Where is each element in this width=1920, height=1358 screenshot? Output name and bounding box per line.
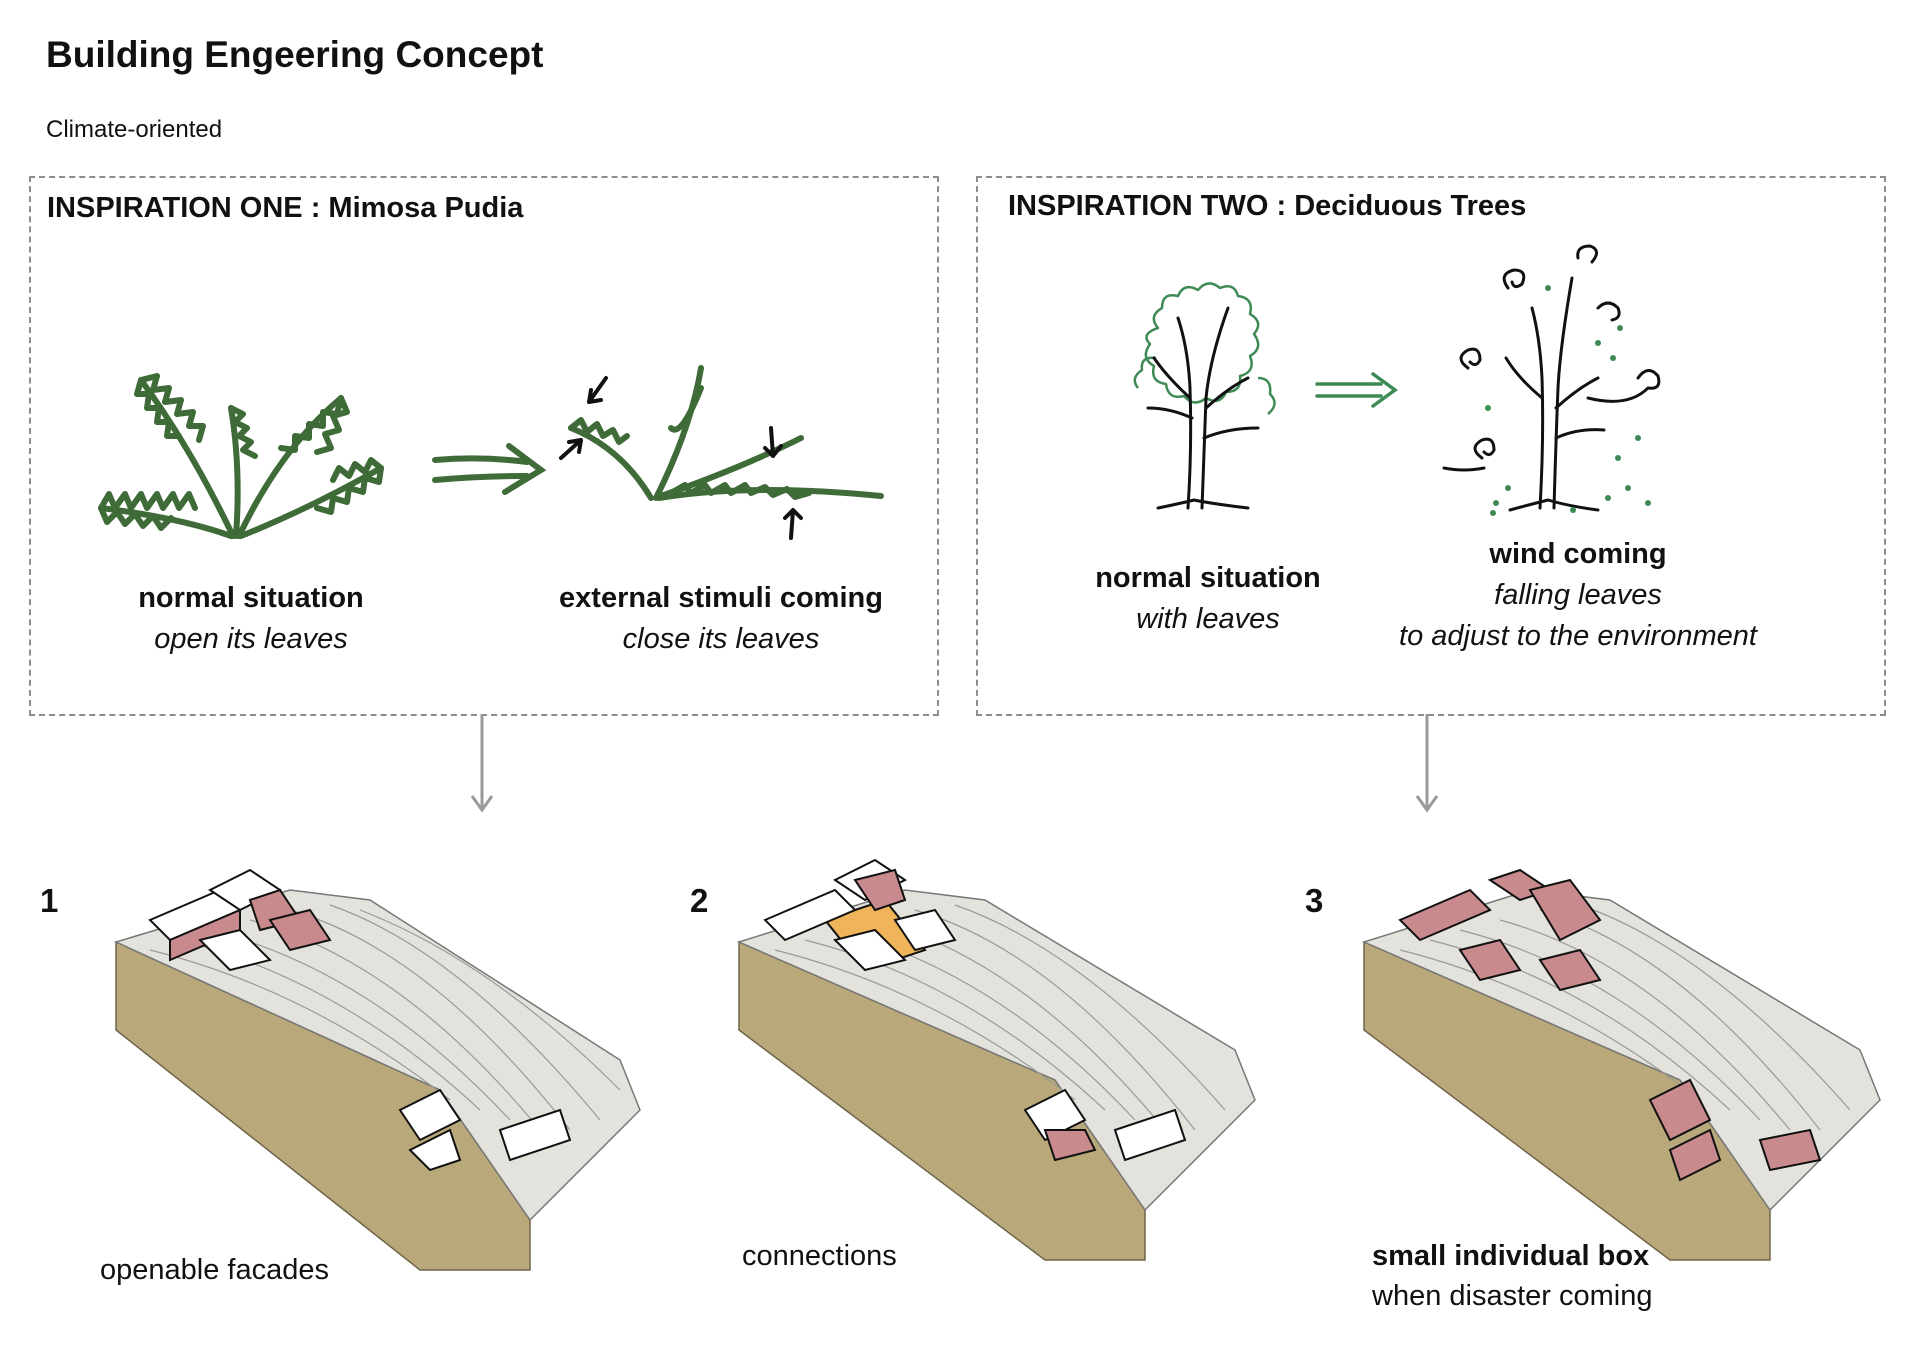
caption-heading: external stimuli coming xyxy=(559,582,883,614)
terrain-model-step-3 xyxy=(1361,868,1881,1261)
bare-tree-wind-illustration xyxy=(1442,244,1661,516)
transition-arrow-icon xyxy=(1315,372,1398,408)
step-caption: connections xyxy=(742,1240,897,1272)
step-caption-block: small individual box when disaster comin… xyxy=(1372,1236,1652,1316)
caption-detail-2: to adjust to the environment xyxy=(1399,620,1757,652)
down-arrow-two xyxy=(1415,714,1439,813)
caption-detail: with leaves xyxy=(1136,603,1280,635)
caption-detail: close its leaves xyxy=(622,623,820,655)
mimosa-open-illustration xyxy=(98,373,384,539)
step-caption: when disaster coming xyxy=(1372,1280,1653,1312)
page-subtitle: Climate-oriented xyxy=(46,116,223,143)
inspiration-two-title: INSPIRATION TWO : Deciduous Trees xyxy=(1008,190,1527,222)
inspiration-two-right-caption: wind coming falling leaves to adjust to … xyxy=(1348,534,1808,657)
tree-with-leaves-illustration xyxy=(1133,282,1276,510)
caption-detail: open its leaves xyxy=(154,623,348,655)
caption-detail: falling leaves xyxy=(1494,579,1662,611)
page-title: Building Engeering Concept xyxy=(46,34,544,75)
inspiration-two-left-caption: normal situation with leaves xyxy=(1078,558,1338,640)
step-caption: openable facades xyxy=(100,1254,329,1286)
inspiration-one-left-caption: normal situation open its leaves xyxy=(101,578,401,660)
inspiration-one-panel: INSPIRATION ONE : Mimosa Pudia xyxy=(29,176,939,716)
inspiration-one-title: INSPIRATION ONE : Mimosa Pudia xyxy=(47,192,524,224)
caption-heading: normal situation xyxy=(1095,562,1321,594)
step-number: 3 xyxy=(1305,882,1324,919)
step-number: 1 xyxy=(40,882,59,919)
step-caption-bold: small individual box xyxy=(1372,1240,1650,1272)
transition-arrow-icon xyxy=(432,443,547,495)
terrain-model-step-1 xyxy=(113,868,641,1271)
caption-heading: normal situation xyxy=(138,582,364,614)
caption-heading: wind coming xyxy=(1489,538,1667,570)
inspiration-one-right-caption: external stimuli coming close its leaves xyxy=(531,578,911,660)
mimosa-closed-illustration xyxy=(559,365,884,540)
terrain-model-step-2 xyxy=(736,858,1256,1261)
step-number: 2 xyxy=(690,882,709,919)
inspiration-two-panel: INSPIRATION TWO : Deciduous Trees xyxy=(976,176,1886,716)
down-arrow-one xyxy=(470,714,494,813)
